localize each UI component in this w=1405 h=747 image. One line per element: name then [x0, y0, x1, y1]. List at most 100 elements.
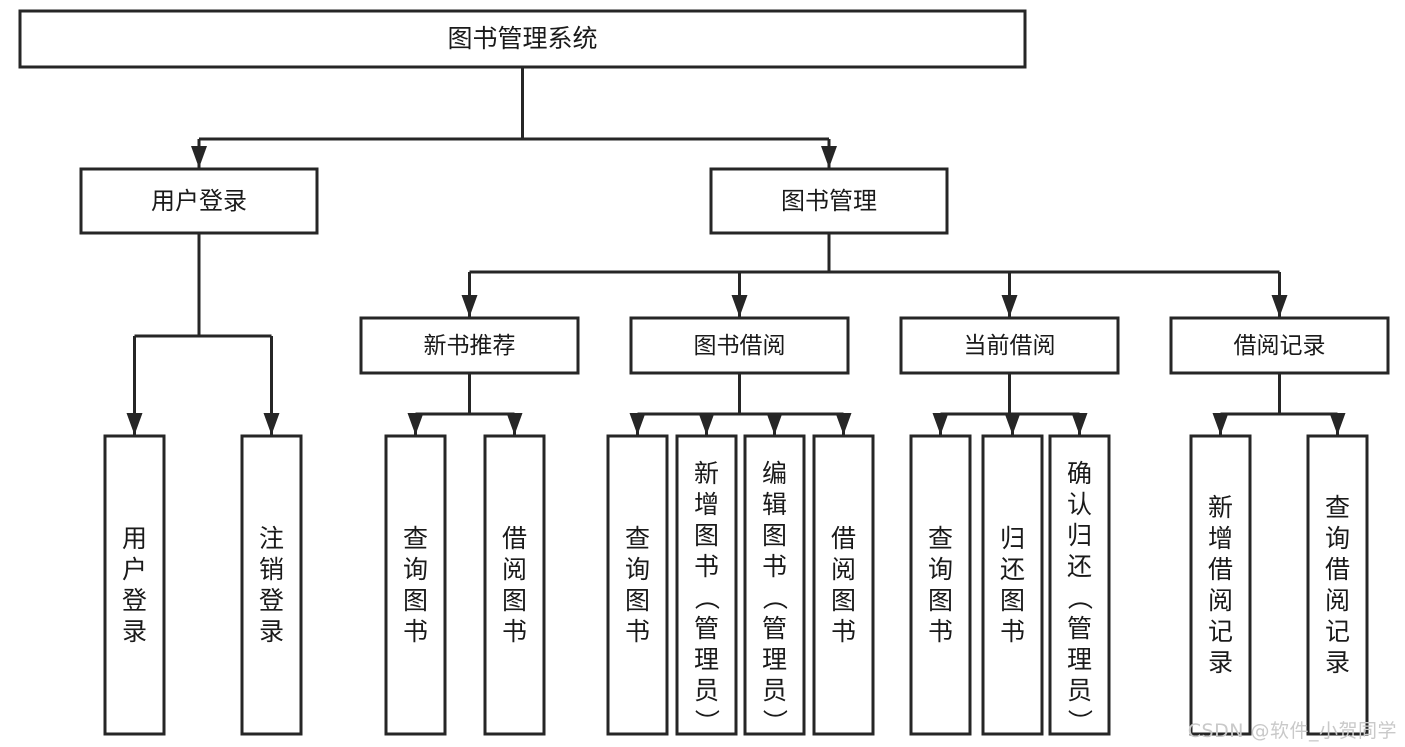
node-borrow-record[interactable]: 借阅记录: [1169, 316, 1390, 375]
leaf-label-char: 辑: [762, 490, 787, 519]
leaf-label-char: 查: [1325, 493, 1350, 522]
leaf-label-char: 新: [694, 459, 719, 488]
leaf-label-char: 图: [502, 586, 527, 615]
node-label: 借阅记录: [1234, 333, 1326, 359]
leaf-label-char: 销: [259, 555, 284, 584]
leaf-label-char: 书: [831, 617, 856, 646]
leaf-label-char: 归: [1067, 521, 1092, 550]
leaf-label-char: 书: [625, 617, 650, 646]
leaf-label-char: 录: [1325, 648, 1350, 677]
leaf-label-char: 户: [122, 555, 147, 584]
leaf-label-char: 录: [1208, 648, 1233, 677]
leaf-label-char: 员: [762, 676, 787, 705]
leaf-label-char: 借: [1325, 555, 1350, 584]
leaf-label-char: 图: [928, 586, 953, 615]
leaf-label-char: 图: [831, 586, 856, 615]
node-book-borrow[interactable]: 图书借阅: [629, 316, 850, 375]
leaf-label-char: 书: [694, 552, 719, 581]
leaf-label-char: 登: [259, 586, 284, 615]
leaf-label-char: 阅: [1208, 586, 1233, 615]
leaf-label-char: 询: [928, 555, 953, 584]
leaf-label-char: 理: [694, 645, 719, 674]
node-label: 当前借阅: [964, 333, 1056, 359]
leaf-label-char: 管: [1067, 614, 1092, 643]
leaf-label-char: （: [1065, 585, 1094, 610]
node-new-book-recommend[interactable]: 新书推荐: [359, 316, 580, 375]
node-label: 图书借阅: [694, 333, 786, 359]
leaf-label-char: 图: [403, 586, 428, 615]
leaf-label-char: 记: [1208, 617, 1233, 646]
leaf-label-char: 管: [694, 614, 719, 643]
leaf-label-char: 理: [1067, 645, 1092, 674]
leaf-label-char: 查: [928, 524, 953, 553]
leaf-label-char: 注: [259, 524, 284, 553]
leaf-label-char: 编: [762, 459, 787, 488]
leaf-label-char: 登: [122, 586, 147, 615]
leaf-label-char: （: [760, 585, 789, 610]
leaf-label-char: 借: [502, 524, 527, 553]
leaf-label-char: 记: [1325, 617, 1350, 646]
leaf-label-char: 管: [762, 614, 787, 643]
leaf-label-char: 书: [928, 617, 953, 646]
leaf-label-char: 借: [1208, 555, 1233, 584]
leaf-label-char: 书: [403, 617, 428, 646]
leaf-label-char: 查: [403, 524, 428, 553]
node-label: 新书推荐: [424, 333, 516, 359]
leaf-label-char: 询: [403, 555, 428, 584]
leaf-label-char: 理: [762, 645, 787, 674]
leaf-label-char: 书: [762, 552, 787, 581]
leaf-label-char: 阅: [502, 555, 527, 584]
leaf-label-char: 询: [1325, 524, 1350, 553]
node-leaf-user-login[interactable]: 用户登录: [103, 434, 166, 736]
leaf-label-char: 图: [1000, 586, 1025, 615]
leaf-label-char: 增: [694, 490, 719, 519]
leaf-label-char: 书: [1000, 617, 1025, 646]
leaf-label-char: 图: [625, 586, 650, 615]
leaf-label-char: 录: [259, 617, 284, 646]
leaf-label-char: 增: [1208, 524, 1233, 553]
node-root-book-management-system[interactable]: 图书管理系统: [18, 9, 1027, 69]
leaf-label-char: ）: [1065, 709, 1094, 734]
leaf-label-char: 还: [1000, 555, 1025, 584]
node-label: 图书管理系统: [447, 24, 597, 53]
node-book-manage[interactable]: 图书管理: [709, 167, 949, 235]
node-label: 图书管理: [781, 187, 877, 215]
leaf-label-char: 新: [1208, 493, 1233, 522]
leaf-label-char: 归: [1000, 524, 1025, 553]
leaf-label-char: 认: [1067, 490, 1092, 519]
leaf-label-char: 录: [122, 617, 147, 646]
leaf-label-char: 图: [762, 521, 787, 550]
leaf-label-char: 用: [122, 524, 147, 553]
leaf-label-char: ）: [760, 709, 789, 734]
connectors-layer: [126, 67, 1346, 435]
leaf-label-char: 还: [1067, 552, 1092, 581]
leaf-label-char: （: [692, 585, 721, 610]
leaf-label-char: 员: [694, 676, 719, 705]
node-user-login[interactable]: 用户登录: [79, 167, 319, 235]
leaf-label-char: 图: [694, 521, 719, 550]
leaf-label-char: 员: [1067, 676, 1092, 705]
leaf-label-char: 借: [831, 524, 856, 553]
nodes-layer: 图书管理系统用户登录图书管理新书推荐图书借阅当前借阅借阅记录用户登录注销登录查询…: [18, 9, 1390, 736]
leaf-label-char: 阅: [1325, 586, 1350, 615]
leaf-label-char: 确: [1067, 459, 1092, 488]
node-label: 用户登录: [151, 187, 247, 215]
leaf-label-char: 阅: [831, 555, 856, 584]
leaf-label-char: ）: [692, 709, 721, 734]
leaf-label-char: 书: [502, 617, 527, 646]
node-current-borrow[interactable]: 当前借阅: [899, 316, 1120, 375]
